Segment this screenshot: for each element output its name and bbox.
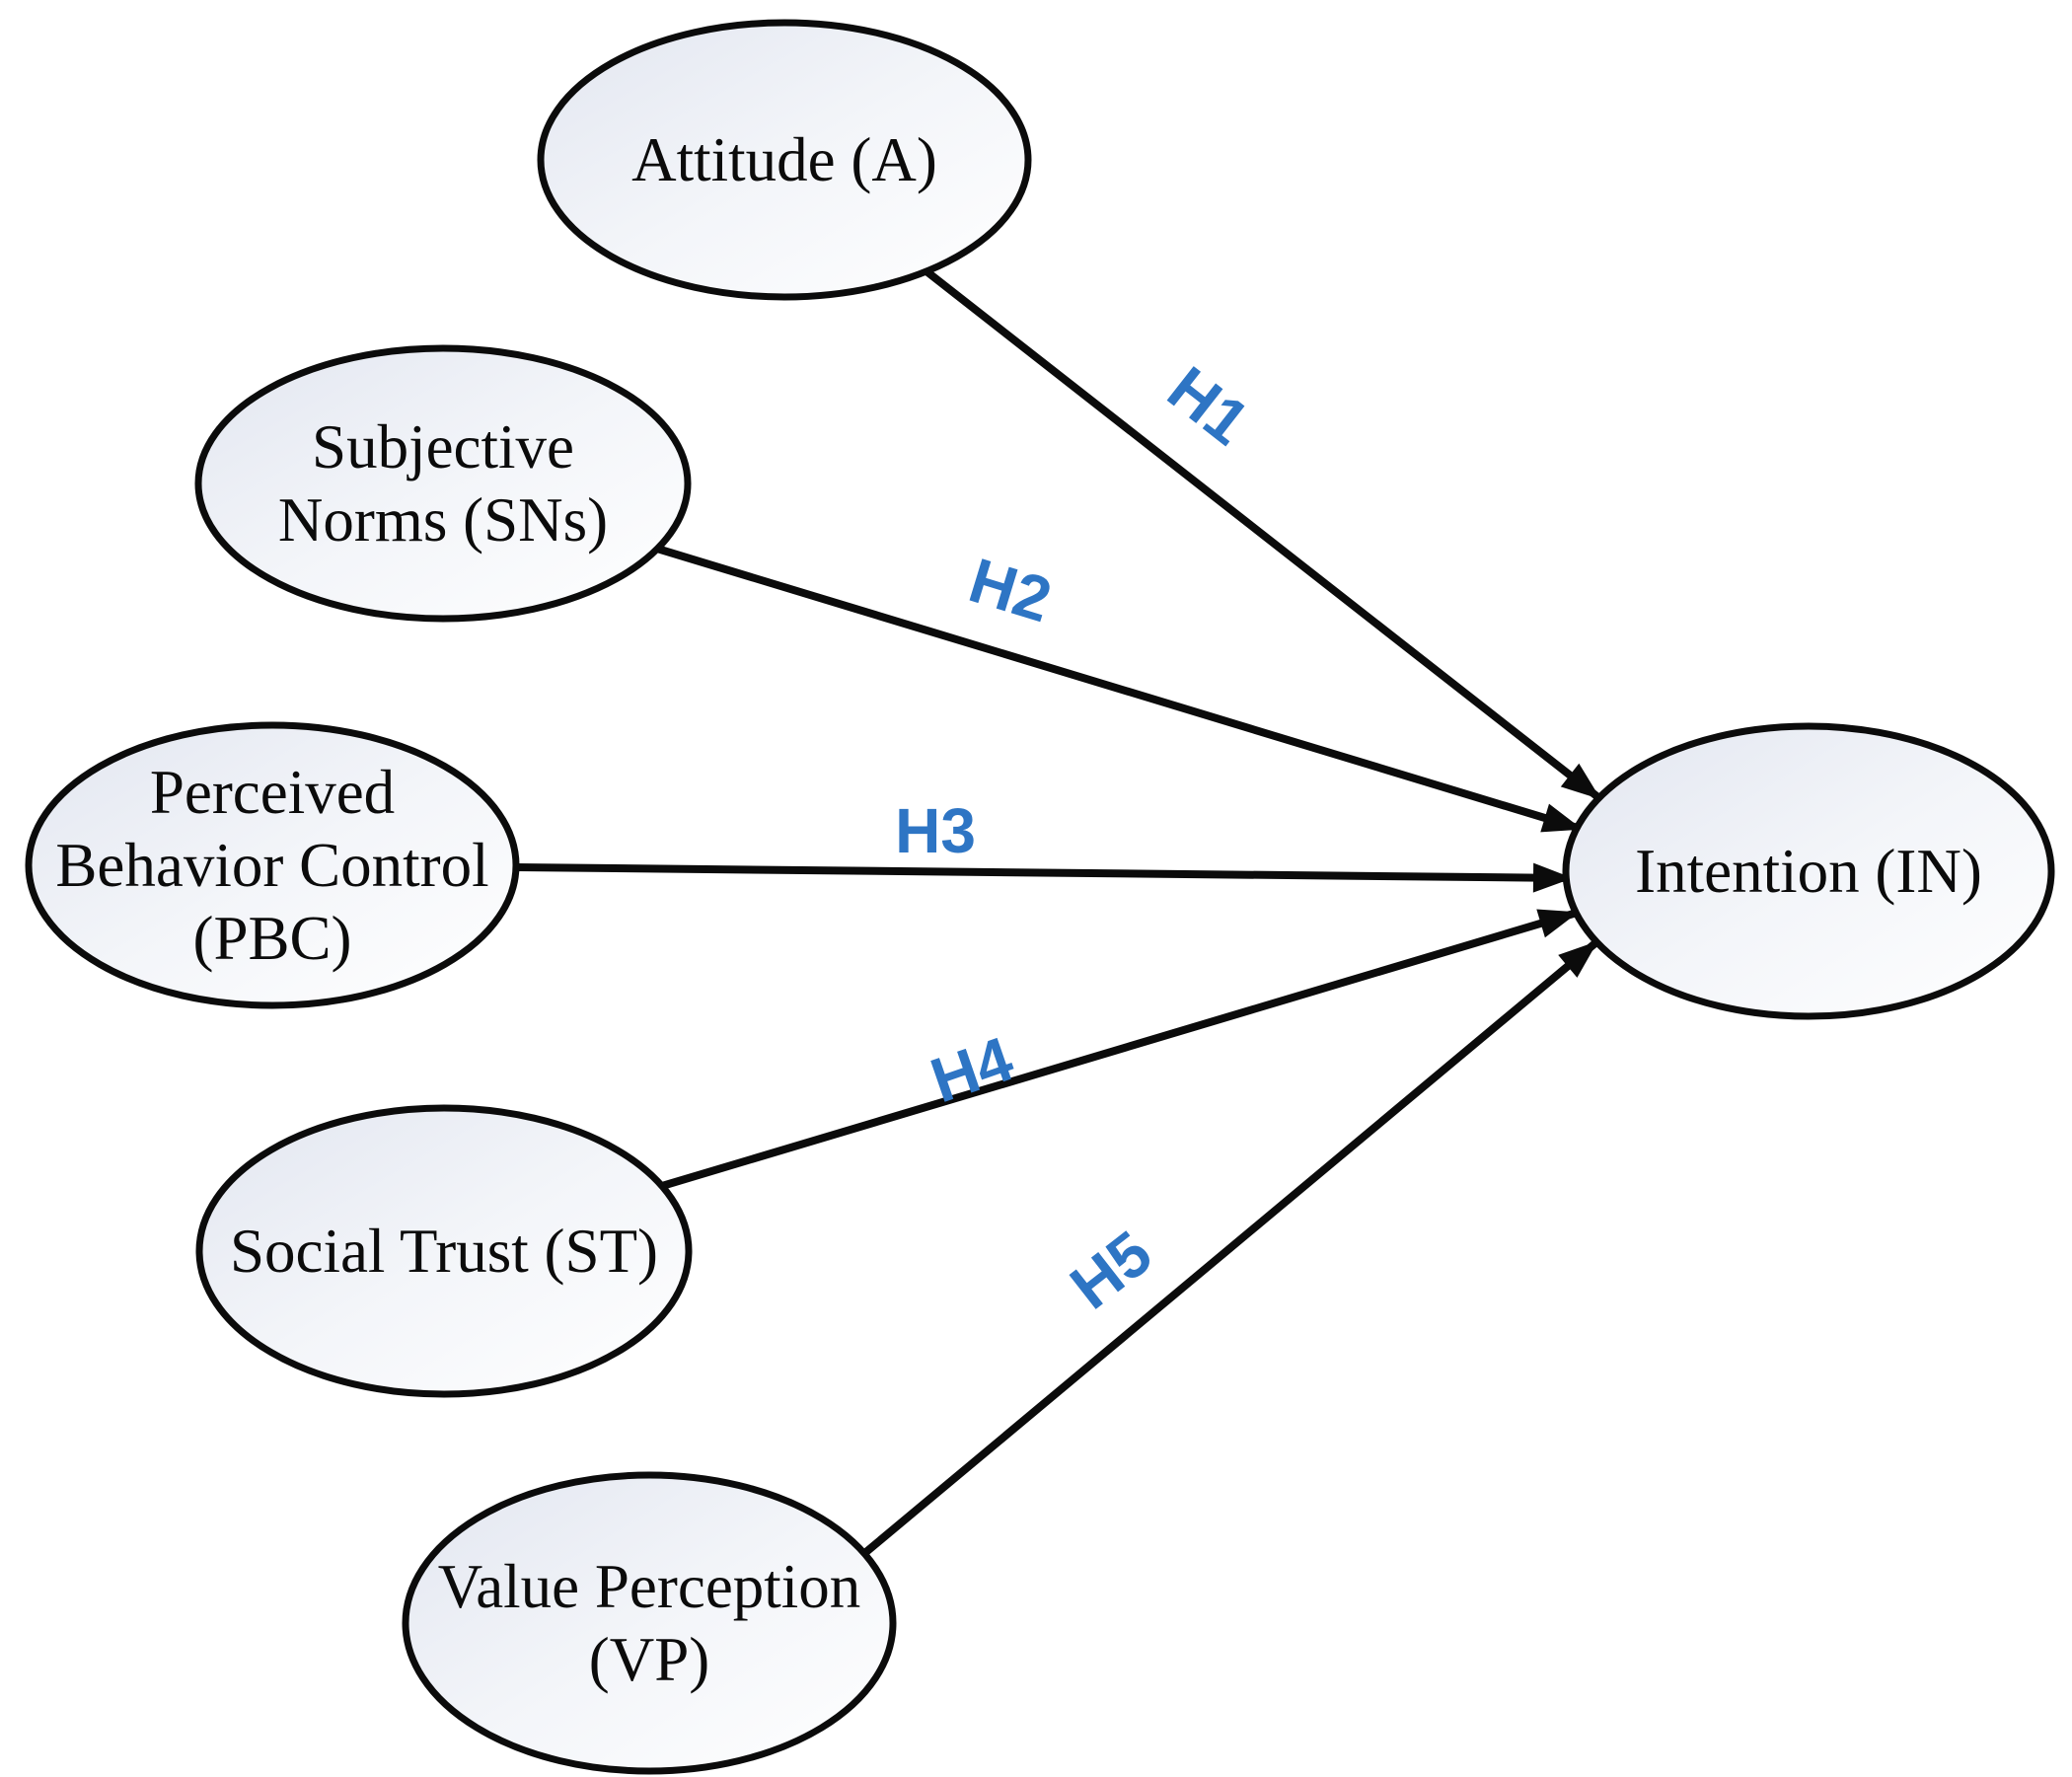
edge-h3-arrow — [515, 862, 1573, 893]
edge-h4-arrow — [660, 909, 1579, 1190]
edges-layer — [515, 267, 1602, 1560]
edge-h1-arrow — [924, 267, 1602, 802]
edge-h3-label: H3 — [895, 795, 976, 866]
node-social-trust-ellipse — [195, 1104, 693, 1398]
node-attitude-ellipse — [537, 19, 1032, 301]
node-subjective-norms-label-line-1: Subjective — [312, 412, 574, 481]
node-value-perception-label-line-2: (VP) — [589, 1625, 710, 1694]
node-intention: Intention (IN) — [1562, 722, 2055, 1020]
edge-h2-label: H2 — [961, 545, 1059, 636]
edge-h5-arrow — [858, 938, 1599, 1560]
node-attitude-label-line-1: Attitude (A) — [631, 125, 937, 194]
node-perceived-behavior-control-ellipse — [25, 721, 520, 1009]
node-subjective-norms-label-line-2: Norms (SNs) — [278, 485, 608, 555]
node-perceived-behavior-control-label-line-2: Behavior Control — [55, 831, 488, 900]
node-attitude-label: Attitude (A) — [631, 125, 937, 194]
node-intention-ellipse — [1562, 722, 2055, 1020]
node-value-perception-label: Value Perception(VP) — [438, 1552, 861, 1694]
node-intention-label: Intention (IN) — [1635, 837, 1982, 906]
node-social-trust-label-line-1: Social Trust (ST) — [230, 1217, 658, 1286]
node-perceived-behavior-control-label-line-3: (PBC) — [192, 904, 351, 973]
node-value-perception-label-line-1: Value Perception — [438, 1552, 861, 1621]
edge-h1-label: H1 — [1155, 352, 1263, 458]
edge-h2-arrow — [655, 545, 1583, 833]
node-value-perception: Value Perception(VP) — [402, 1471, 897, 1775]
node-attitude: Attitude (A) — [537, 19, 1032, 301]
node-perceived-behavior-control-label-line-1: Perceived — [150, 758, 395, 827]
node-social-trust-label: Social Trust (ST) — [230, 1217, 658, 1286]
node-intention-label-line-1: Intention (IN) — [1635, 837, 1982, 906]
node-subjective-norms-ellipse — [194, 344, 692, 623]
edge-h5-label: H5 — [1058, 1217, 1165, 1322]
node-value-perception-ellipse — [402, 1471, 897, 1775]
node-social-trust: Social Trust (ST) — [195, 1104, 693, 1398]
